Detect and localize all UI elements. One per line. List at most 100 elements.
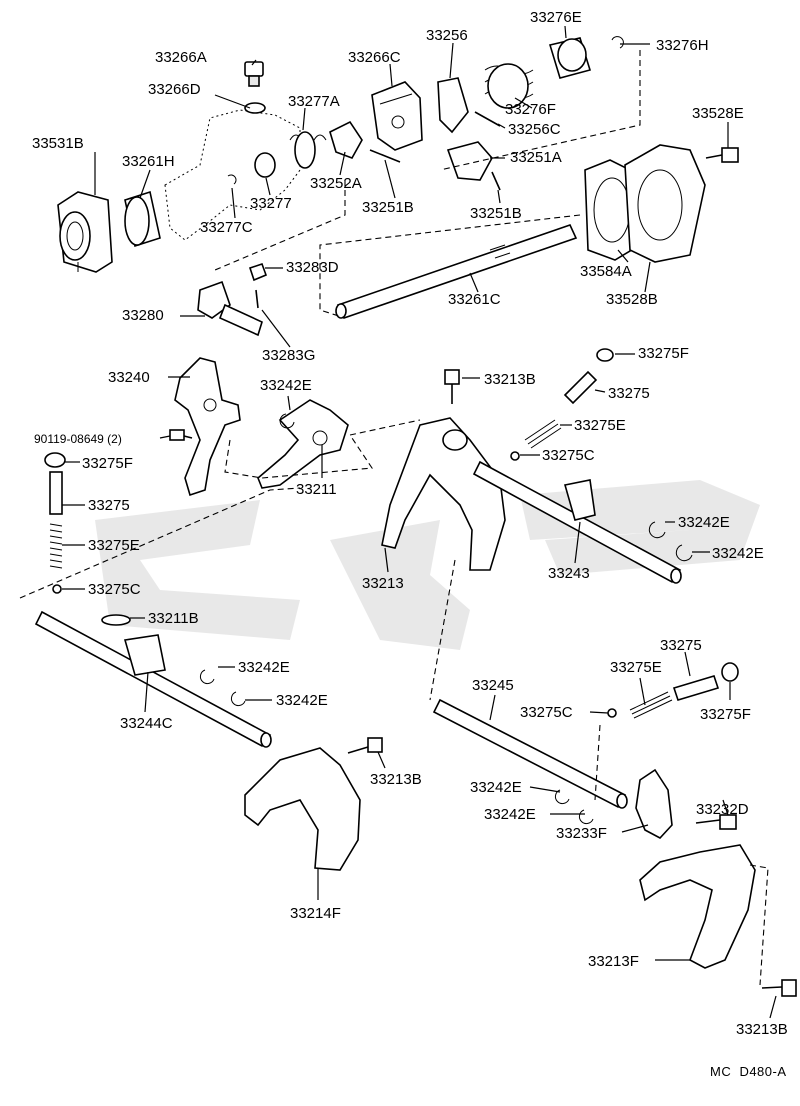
part-33275-pin-b [49, 471, 63, 515]
part-33283G [255, 289, 259, 309]
part-33213B-bolt-b [347, 737, 383, 754]
part-33261H [124, 190, 161, 248]
label-33266C: 33266C [348, 49, 401, 66]
part-33233F [635, 768, 673, 839]
label-33211B: 33211B [148, 610, 199, 627]
part-33275E-spring-a [524, 419, 562, 449]
part-33275-pin-a [563, 370, 598, 405]
label-33275-c: 33275 [660, 637, 702, 654]
part-33240-lever [174, 357, 241, 497]
part-33256C [474, 111, 501, 127]
part-33244C-shaft [34, 610, 272, 748]
part-33275E-spring-b [49, 523, 63, 569]
label-33252A: 33252A [310, 175, 362, 192]
label-33280: 33280 [122, 307, 164, 324]
label-33211: 33211 [296, 481, 337, 498]
part-33276E [548, 37, 592, 79]
part-90119-bolt [169, 429, 193, 441]
label-33232D: 33232D [696, 801, 749, 818]
part-33266C [371, 81, 423, 151]
label-33277C: 33277C [200, 219, 253, 236]
part-33251B-pin-a [369, 149, 401, 163]
part-33528E-bolt [705, 147, 739, 163]
label-33242E-a: 33242E [260, 377, 312, 394]
part-33277 [254, 152, 276, 178]
part-33261C-shaft [335, 224, 578, 319]
label-33275-a: 33275 [608, 385, 650, 402]
label-33245: 33245 [472, 677, 514, 694]
part-33280 [197, 280, 263, 337]
label-90119-08649: 90119-08649 (2) [34, 432, 122, 446]
label-33277: 33277 [250, 195, 292, 212]
part-33214F-fork [244, 747, 361, 871]
leader-lines [62, 25, 777, 1019]
label-33275F-b: 33275F [82, 455, 133, 472]
watermark-logo [95, 480, 760, 650]
part-33211-lever [257, 399, 349, 489]
label-33275E-b: 33275E [88, 537, 140, 554]
label-33283D: 33283D [286, 259, 339, 276]
part-33211B [101, 614, 131, 626]
diagram-code: MC D480-A [710, 1064, 787, 1079]
label-33251B-b: 33251B [470, 205, 522, 222]
part-33277C [227, 174, 237, 185]
part-33276H [611, 36, 624, 49]
label-33531B: 33531B [32, 135, 84, 152]
label-33275C-c: 33275C [520, 704, 573, 721]
label-33275F-c: 33275F [700, 706, 751, 723]
label-33275F-a: 33275F [638, 345, 689, 362]
label-33242E-c: 33242E [712, 545, 764, 562]
label-33266A: 33266A [155, 49, 207, 66]
label-33276H: 33276H [656, 37, 709, 54]
label-33584A: 33584A [580, 263, 632, 280]
label-33275E-a: 33275E [574, 417, 626, 434]
part-33242E-clips-left [199, 669, 246, 707]
label-33251A: 33251A [510, 149, 562, 166]
label-33256C: 33256C [508, 121, 561, 138]
part-33213B-bolt-c [761, 979, 797, 997]
part-33213F-fork [639, 844, 756, 969]
part-33245-shaft [432, 698, 628, 809]
label-33261H: 33261H [122, 153, 175, 170]
part-33277A [289, 131, 327, 169]
part-33242E-clips-right [648, 521, 693, 562]
part-case-housing [164, 109, 301, 241]
label-33213: 33213 [362, 575, 404, 592]
label-33528E-top: 33528E [692, 105, 744, 122]
label-33528B: 33528B [606, 291, 658, 308]
part-33276F [484, 63, 534, 109]
part-33275F-cap-a [596, 348, 614, 362]
label-33242E-g: 33242E [484, 806, 536, 823]
label-33277A: 33277A [288, 93, 340, 110]
part-labels: 33276E 33276H 33256 33266C 33266A 33266D… [32, 9, 788, 1079]
label-33275C-b: 33275C [88, 581, 141, 598]
part-33251B-pin-b [491, 171, 501, 191]
label-33275-b: 33275 [88, 497, 130, 514]
assembly-dashed-lines [19, 50, 769, 986]
part-33275-pin-c [672, 675, 720, 701]
part-33531B [57, 191, 113, 273]
label-33266D: 33266D [148, 81, 201, 98]
label-33242E-b: 33242E [678, 514, 730, 531]
label-33244C: 33244C [120, 715, 173, 732]
part-33275C-ball-b [52, 584, 62, 594]
label-33242E-d: 33242E [238, 659, 290, 676]
part-33213-fork [381, 417, 506, 571]
label-33261C: 33261C [448, 291, 501, 308]
label-33233F: 33233F [556, 825, 607, 842]
label-33243: 33243 [548, 565, 590, 582]
part-33275F-cap-c [721, 662, 739, 682]
label-33276F: 33276F [505, 101, 556, 118]
label-33213B-b: 33213B [370, 771, 422, 788]
label-33213B-c: 33213B [736, 1021, 788, 1038]
label-33240: 33240 [108, 369, 150, 386]
label-33276E: 33276E [530, 9, 582, 26]
part-33528B-housing [624, 144, 706, 263]
part-33283D [248, 262, 268, 282]
part-33232D-bolt [695, 814, 737, 830]
label-33213B-a: 33213B [484, 371, 536, 388]
label-33242E-e: 33242E [276, 692, 328, 709]
label-33256: 33256 [426, 27, 468, 44]
part-33266A [244, 61, 264, 87]
